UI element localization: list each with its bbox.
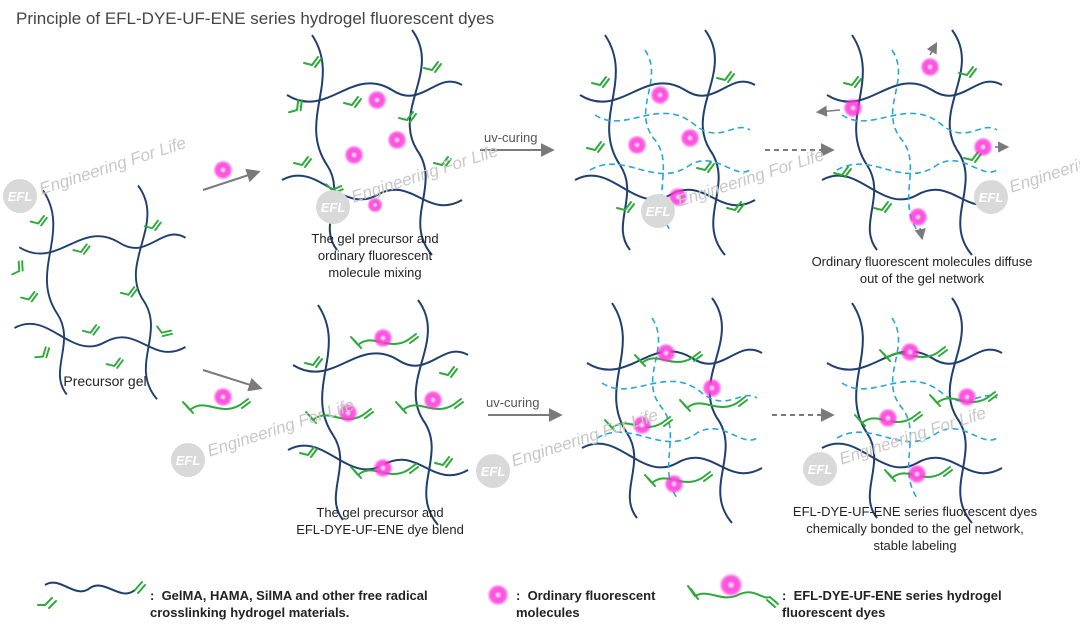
caption-precursor-gel: Precursor gel <box>63 373 147 389</box>
diffusing-dye-4 <box>908 207 928 227</box>
caption-top-mix: The gel precursor and ordinary fluoresce… <box>311 231 439 280</box>
diffusing-dye-2 <box>843 98 863 118</box>
bottom-mix-network <box>287 299 469 526</box>
watermark-logo-1: EFL <box>3 179 37 213</box>
watermark-logo-5: EFL <box>171 443 205 477</box>
page-title: Principle of EFL-DYE-UF-ENE series hydro… <box>16 9 495 28</box>
watermark-logo-3: EFL <box>641 194 675 228</box>
top-uv-label: uv-curing <box>484 130 537 145</box>
diffusing-dye-1 <box>920 57 940 77</box>
legend-hydrogel-text: : GelMA, HAMA, SilMA and other free radi… <box>150 588 428 620</box>
arrow-top-in <box>202 168 261 191</box>
legend-efl-dye-icon <box>687 573 779 608</box>
efl-dye-strand-incoming <box>182 387 251 414</box>
legend-ordinary-text: : Ordinary fluorescent molecules <box>516 588 656 620</box>
bottom-uv-label: uv-curing <box>486 395 539 410</box>
bottom-cured-network <box>581 297 763 524</box>
top-mix-network <box>281 29 463 256</box>
legend-ordinary-dye-icon <box>487 584 509 606</box>
bottom-result-network <box>821 297 1003 524</box>
caption-top-result: Ordinary fluorescent molecules diffuse o… <box>811 254 1033 286</box>
arrow-bottom-in <box>202 369 263 392</box>
diffuse-arrow-2 <box>815 105 841 117</box>
watermark-logo-2: EFL <box>316 190 350 224</box>
legend-hydrogel-icon <box>37 581 146 609</box>
diffuse-arrow-1 <box>926 42 938 56</box>
ordinary-dye-dot <box>213 160 233 180</box>
diffusing-dye-3 <box>973 137 993 157</box>
watermark-logo-6: EFL <box>476 454 510 488</box>
legend-efl-dye-text: : EFL-DYE-UF-ENE series hydrogel fluores… <box>782 588 1002 620</box>
diffuse-arrow-4 <box>914 227 926 241</box>
caption-bottom-result: EFL-DYE-UF-ENE series fluorescent dyes c… <box>792 504 1038 553</box>
watermark-logo-4: EFL <box>974 180 1008 214</box>
watermark-logo-7: EFL <box>803 452 837 486</box>
precursor-gel-network <box>7 184 187 401</box>
caption-bottom-mix: The gel precursor and EFL-DYE-UF-ENE dye… <box>296 505 464 537</box>
